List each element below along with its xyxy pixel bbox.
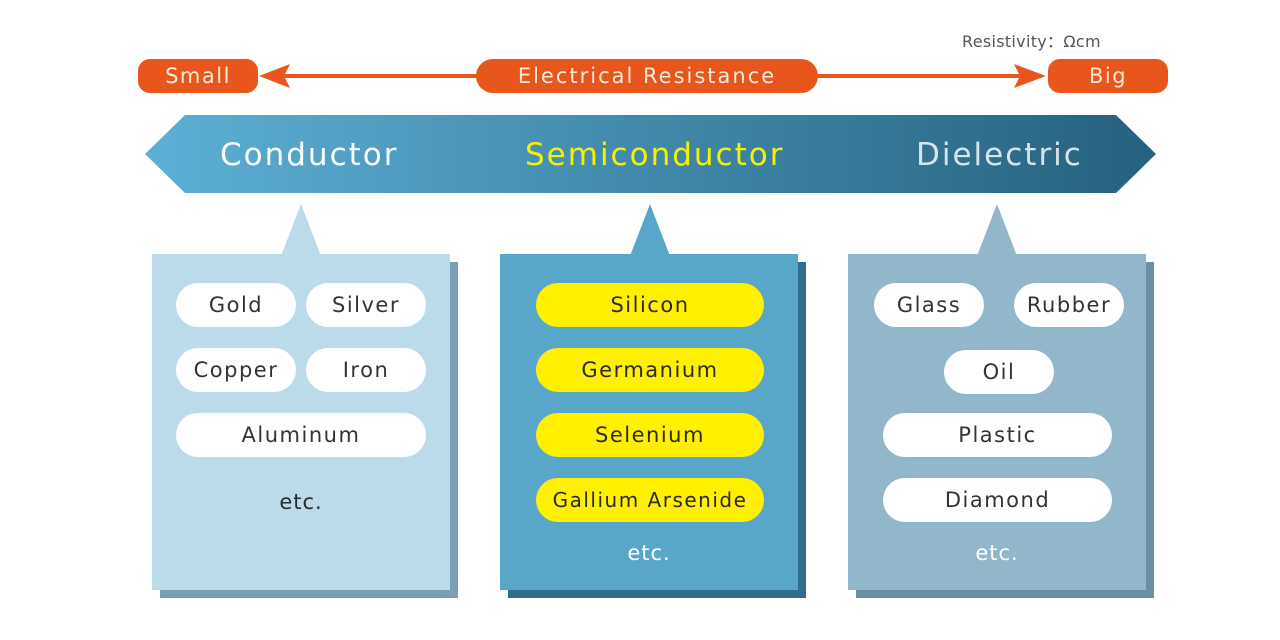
material-chip: Glass [874,283,984,327]
resistance-scale-arrows [259,64,1046,88]
conductor-card-pointer [281,204,321,256]
right-arrow-head [1014,64,1046,88]
material-chip: Germanium [536,348,764,392]
material-chip: Plastic [883,413,1112,457]
category-label-conductor: Conductor [220,137,399,173]
category-label-semiconductor: Semiconductor [525,137,785,173]
material-chip: Silver [306,283,426,327]
category-label-dielectric: Dielectric [916,137,1083,173]
dielectric-card-pointer [977,204,1017,256]
material-chip: Iron [306,348,426,392]
resistivity-unit-label: Resistivity：Ωcm [962,32,1101,51]
semiconductor-card-pointer [630,204,670,256]
material-chip: Aluminum [176,413,426,457]
material-chip: Diamond [883,478,1112,522]
material-chip: Silicon [536,283,764,327]
etc-label: etc. [627,541,671,565]
material-chip: Oil [944,350,1054,394]
scale-low-label: Small [138,59,258,93]
material-chip: Selenium [536,413,764,457]
material-chip: Gold [176,283,296,327]
etc-label: etc. [975,541,1019,565]
etc-label: etc. [279,490,323,514]
left-arrow-head [259,64,290,88]
material-chip: Rubber [1014,283,1124,327]
scale-title: Electrical Resistance [476,59,818,93]
material-chip: Copper [176,348,296,392]
material-chip: Gallium Arsenide [536,478,764,522]
category-band [145,115,1156,193]
scale-high-label: Big [1048,59,1168,93]
